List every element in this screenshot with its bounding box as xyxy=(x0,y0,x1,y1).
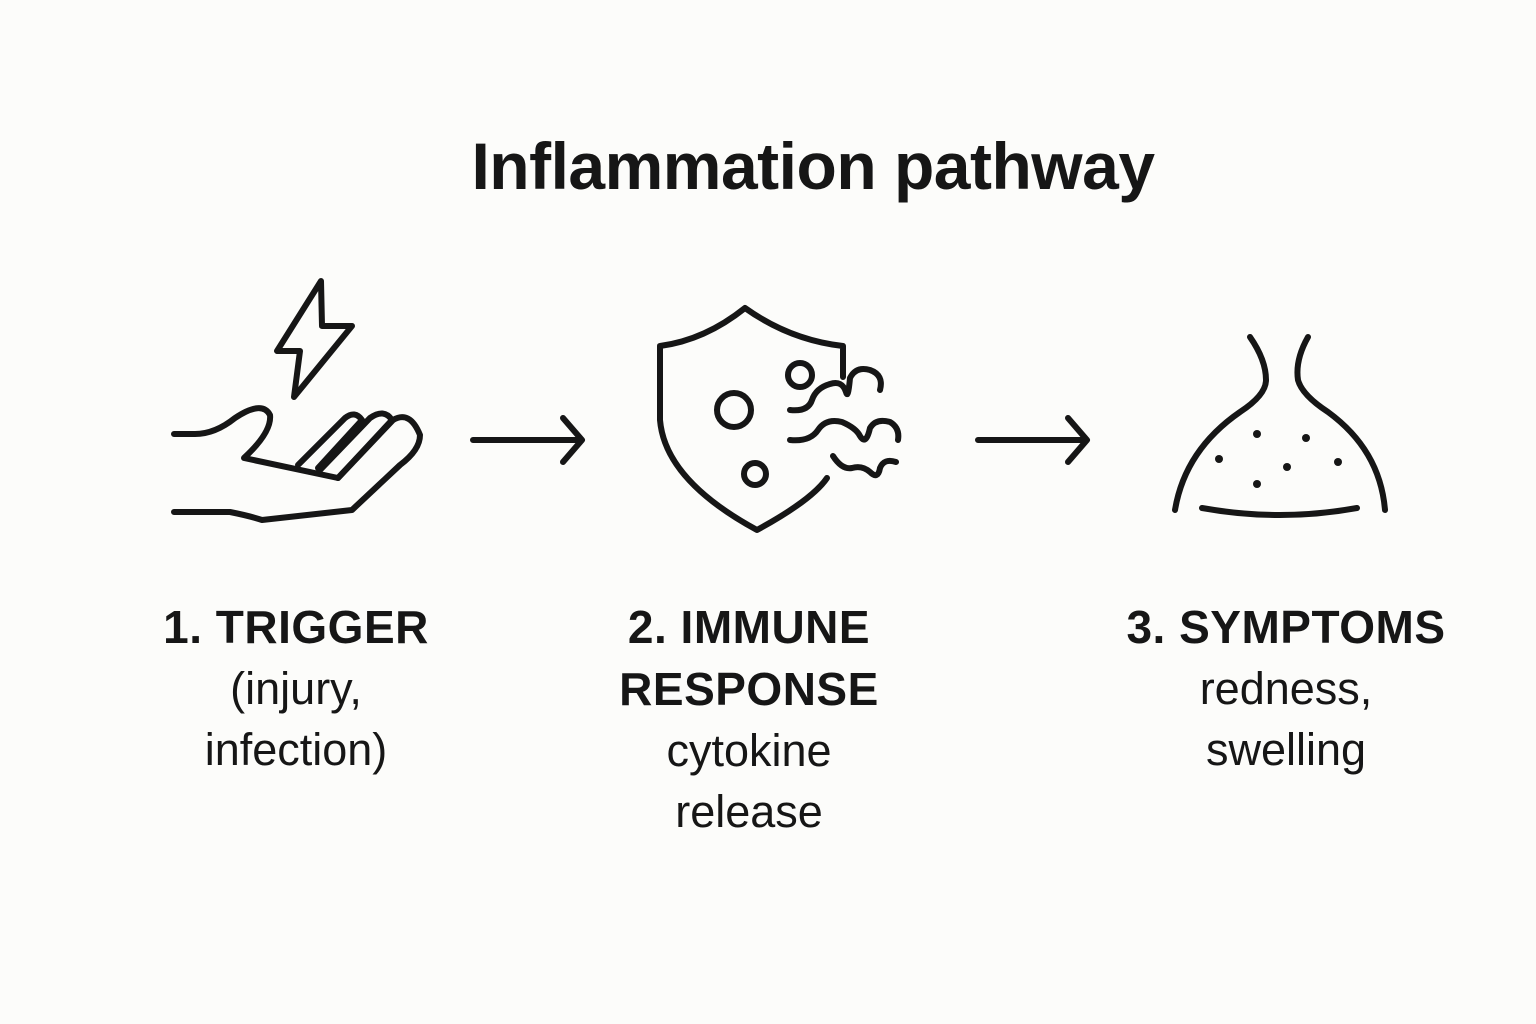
step-description: (injury, xyxy=(230,663,362,714)
cytokine-wave xyxy=(830,453,899,479)
cytokine-wave xyxy=(787,417,902,444)
step-immune-response: 2. IMMUNE RESPONSE cytokine release xyxy=(539,596,959,842)
step-description: swelling xyxy=(1205,724,1367,775)
step-trigger: 1. TRIGGER (injury, infection) xyxy=(86,596,506,780)
swelling-icon xyxy=(1172,334,1388,518)
page-title: Inflammation pathway xyxy=(471,129,1155,203)
step-heading: 3. SYMPTOMS xyxy=(1126,601,1446,653)
step-symptoms: 3. SYMPTOMS redness, swelling xyxy=(1076,596,1496,780)
lightning-icon xyxy=(274,278,355,400)
step-description: release xyxy=(675,786,823,837)
shield-cytokine-icon xyxy=(657,305,902,533)
shield-icon xyxy=(657,305,846,533)
arrow-icon xyxy=(975,415,1090,465)
step-heading: 2. IMMUNE xyxy=(627,601,871,653)
hand-lightning-icon xyxy=(171,278,423,523)
step-description: infection) xyxy=(204,724,388,775)
arrow-icon xyxy=(470,415,585,465)
step-heading: 1. TRIGGER xyxy=(163,601,429,653)
step-description: cytokine xyxy=(666,725,832,776)
cytokine-wave xyxy=(787,366,884,414)
step-description: redness, xyxy=(1199,663,1373,714)
step-heading: RESPONSE xyxy=(619,663,879,715)
